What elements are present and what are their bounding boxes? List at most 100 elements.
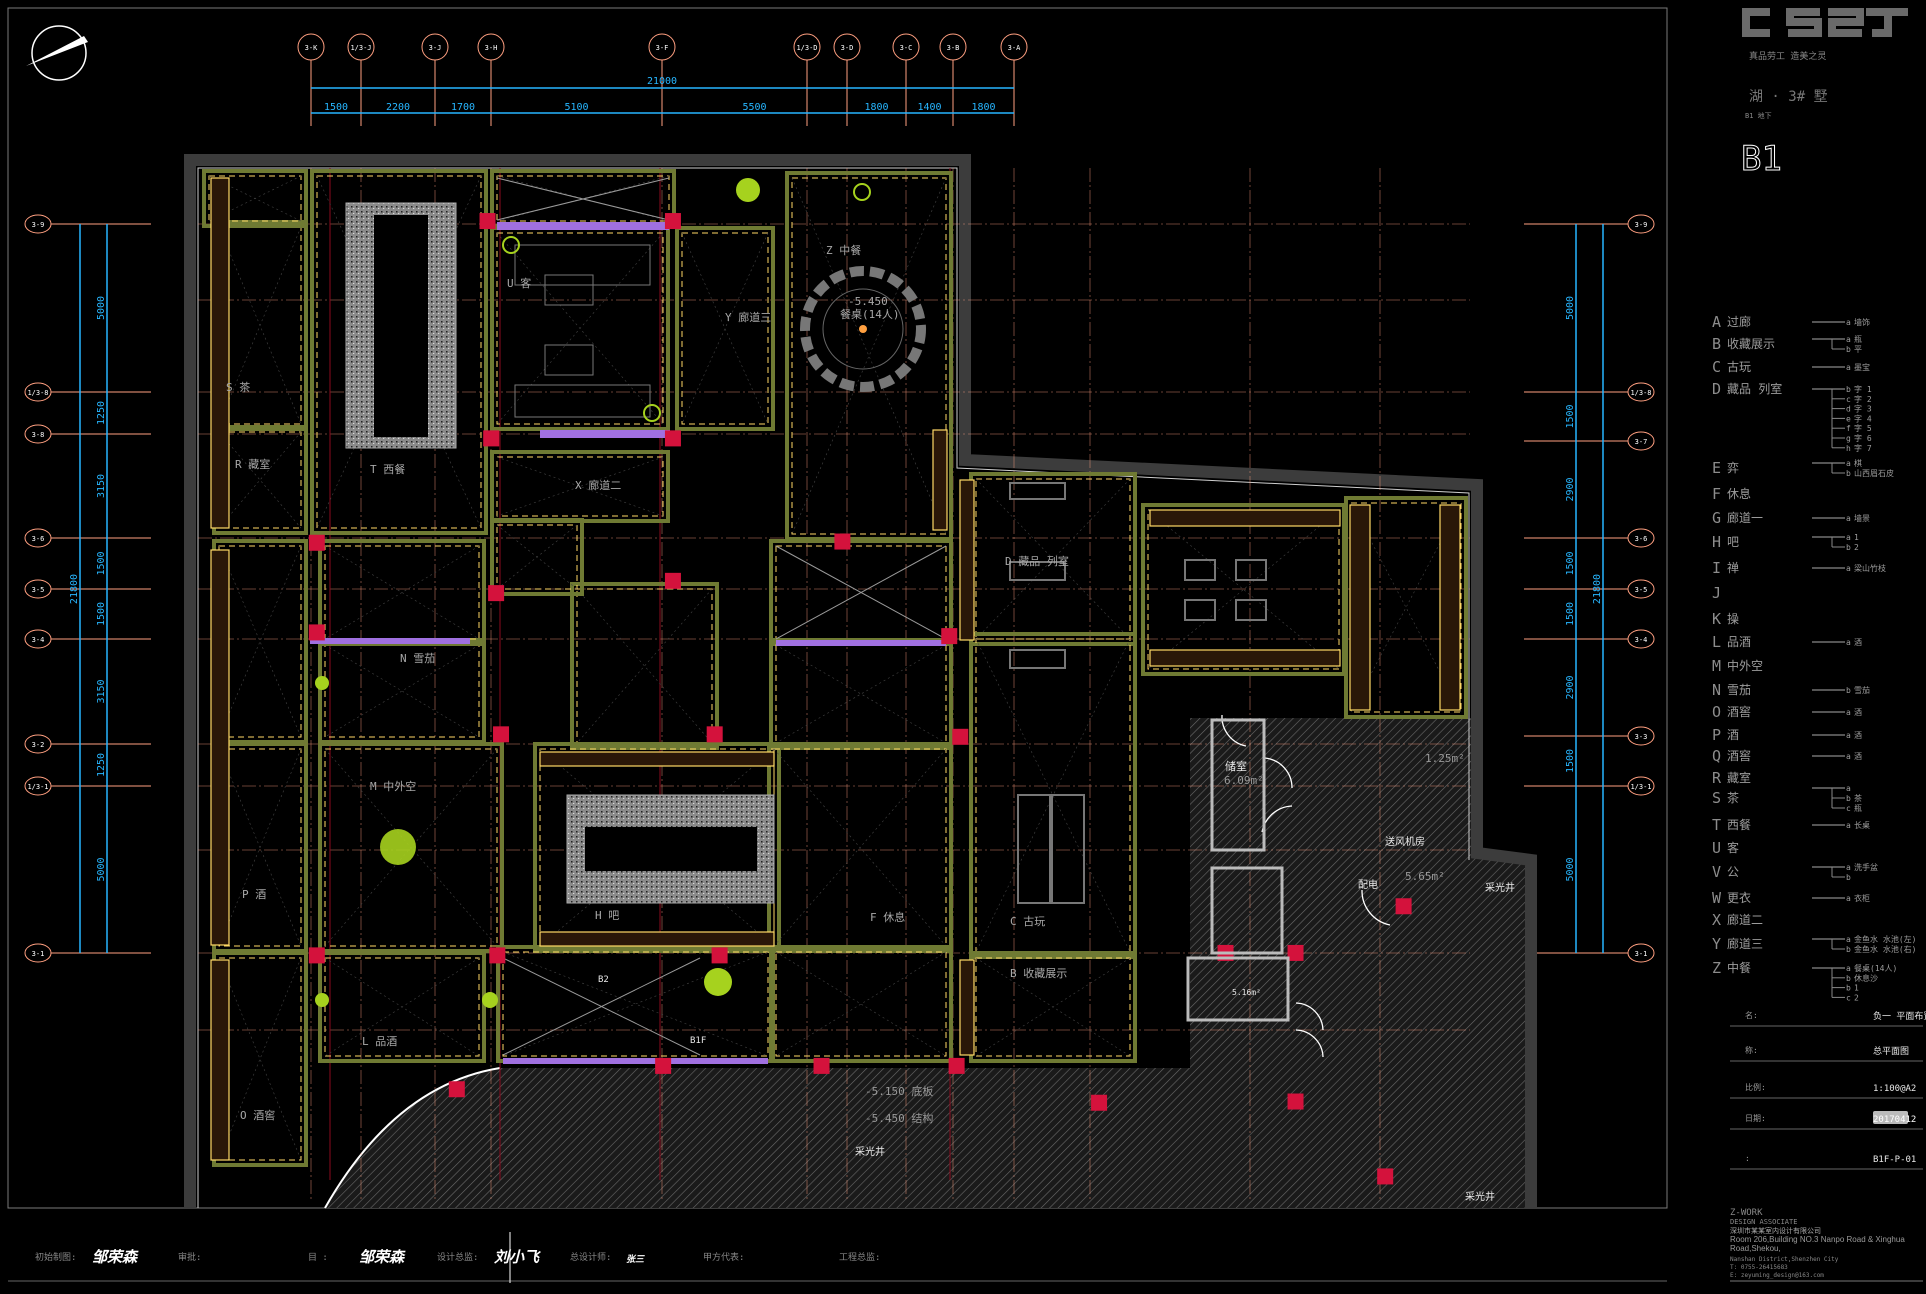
legend-letter: Y <box>1712 935 1721 953</box>
grid-bubble <box>1627 579 1655 599</box>
grid-bubble <box>24 528 52 548</box>
legend-zone-name: 休息 <box>1727 486 1751 501</box>
grid-bubble-label: 3-J <box>429 44 442 52</box>
legend-item-text: 平 <box>1854 345 1862 354</box>
company-address-box: Room 206,Building NO.3 Nanpo Road & Xing… <box>1730 1235 1905 1253</box>
lightwell-label: 采光井 <box>1485 881 1515 894</box>
legend-zone-name: 禅 <box>1727 561 1739 575</box>
legend-item-key: a <box>1846 935 1851 944</box>
company-email: E: zeyuming_design@163.com <box>1730 1272 1824 1279</box>
legend-zone-name: 弈 <box>1727 460 1739 475</box>
signature: 刘小飞 <box>494 1248 541 1266</box>
grid-bubble-label: 3-B <box>947 44 960 52</box>
grid-bubble <box>297 33 325 61</box>
legend-zone-name: 中餐 <box>1727 960 1751 975</box>
grid-bubble <box>24 382 52 402</box>
grid-bubble-label: 1/3-8 <box>1630 389 1651 397</box>
legend-item-text: 字 2 <box>1854 394 1872 404</box>
legend-item-key: g <box>1846 434 1851 443</box>
grid-bubble <box>477 33 505 61</box>
title-block-label: 比例: <box>1745 1082 1766 1092</box>
grid-bubble <box>24 776 52 796</box>
room-wall <box>1344 496 1468 719</box>
dimension-total: 21000 <box>647 76 677 87</box>
grid-bubble-label: 3-7 <box>1635 438 1648 446</box>
legend-item-key: a <box>1846 731 1851 740</box>
ceiling-diagonal <box>496 456 664 517</box>
grid-bubble-label: 3-8 <box>32 431 45 439</box>
legend-item-text: 字 3 <box>1854 404 1872 414</box>
legend-zone-name: 藏室 <box>1727 770 1751 785</box>
legend-item-key: a <box>1846 318 1851 327</box>
room-outline <box>775 545 947 640</box>
ceiling-diagonal <box>975 638 1131 953</box>
stair-arrow-label: B2 <box>598 975 609 985</box>
title-block-label: 名: <box>1745 1010 1758 1020</box>
legend-letter: Q <box>1712 747 1721 765</box>
ceiling-diagonal <box>576 588 713 744</box>
stair-arrow-label: B1F <box>690 1036 706 1046</box>
ceiling-diagonal <box>496 524 578 590</box>
legend-letter: G <box>1712 509 1721 527</box>
structural-column <box>308 947 325 964</box>
dimension-value: 1500 <box>324 102 348 113</box>
structural-column <box>1287 1093 1304 1110</box>
room-label-h: H 吧 <box>595 909 619 922</box>
grid-bubble <box>833 33 861 61</box>
grid-bubble-label: 3-H <box>485 44 498 52</box>
legend-letter: W <box>1712 889 1722 907</box>
room-label-n: N 雪茄 <box>400 651 435 665</box>
structural-column <box>479 213 496 230</box>
legend-zone-name: 酒窖 <box>1727 704 1751 719</box>
dimension-value: 1700 <box>451 102 475 113</box>
legend-zone-name: 藏品 列室 <box>1727 381 1782 396</box>
legend-item-text: 酒 <box>1854 708 1862 717</box>
legend-letter: E <box>1712 459 1721 477</box>
legend-letter: J <box>1712 584 1721 602</box>
room-wall <box>675 226 775 431</box>
legend-item-text: 2 <box>1854 993 1859 1002</box>
grid-bubble-label: 3-4 <box>32 636 45 644</box>
structural-column <box>489 947 506 964</box>
room-label-r: R 藏室 <box>235 457 270 471</box>
room-label-o: O 酒窖 <box>240 1108 275 1122</box>
glass-partition <box>310 638 470 644</box>
legend-item-key: a <box>1846 459 1851 468</box>
legend-zone-name: 操 <box>1727 611 1739 626</box>
legend-letter: L <box>1712 633 1721 651</box>
legend-letter: M <box>1712 657 1721 675</box>
legend-letter: H <box>1712 533 1721 551</box>
legend-zone-name: 公 <box>1727 865 1739 879</box>
dimension-value: 1500 <box>96 602 107 626</box>
glass-partition <box>776 640 946 646</box>
room-wall <box>1141 503 1346 676</box>
built-in-cabinet <box>539 751 775 767</box>
built-in-cabinet <box>539 931 775 947</box>
room-outline <box>775 951 947 1057</box>
lightwell-label: 采光井 <box>1465 1190 1495 1203</box>
grid-bubble <box>892 33 920 61</box>
company-phone: T: 0755-26415683 <box>1730 1264 1788 1271</box>
legend-zone-name: 更衣 <box>1727 890 1751 905</box>
room-outline <box>218 431 302 529</box>
grid-bubble <box>648 33 676 61</box>
legend-item-text: 茶 <box>1854 793 1862 803</box>
legend-letter: V <box>1712 863 1721 881</box>
legend-zone-name: 过廊 <box>1727 314 1751 329</box>
legend-zone-name: 中外空 <box>1727 658 1763 673</box>
grid-bubble-label: 3-4 <box>1635 636 1648 644</box>
legend-letter: X <box>1712 911 1721 929</box>
structural-column <box>664 213 681 230</box>
room-outline <box>208 175 302 222</box>
ceiling-diagonal <box>975 638 1131 953</box>
signature: 邹荣森 <box>92 1248 139 1266</box>
legend-item-key: a <box>1846 784 1851 793</box>
company-logo <box>1742 8 1908 37</box>
grid-bubble <box>1627 431 1655 451</box>
grid-bubble <box>24 424 52 444</box>
title-block-value: 20170412 <box>1873 1115 1916 1125</box>
legend-item-key: a <box>1846 821 1851 830</box>
legend-zone-name: 西餐 <box>1727 817 1751 832</box>
legend-item-key: a <box>1846 894 1851 903</box>
